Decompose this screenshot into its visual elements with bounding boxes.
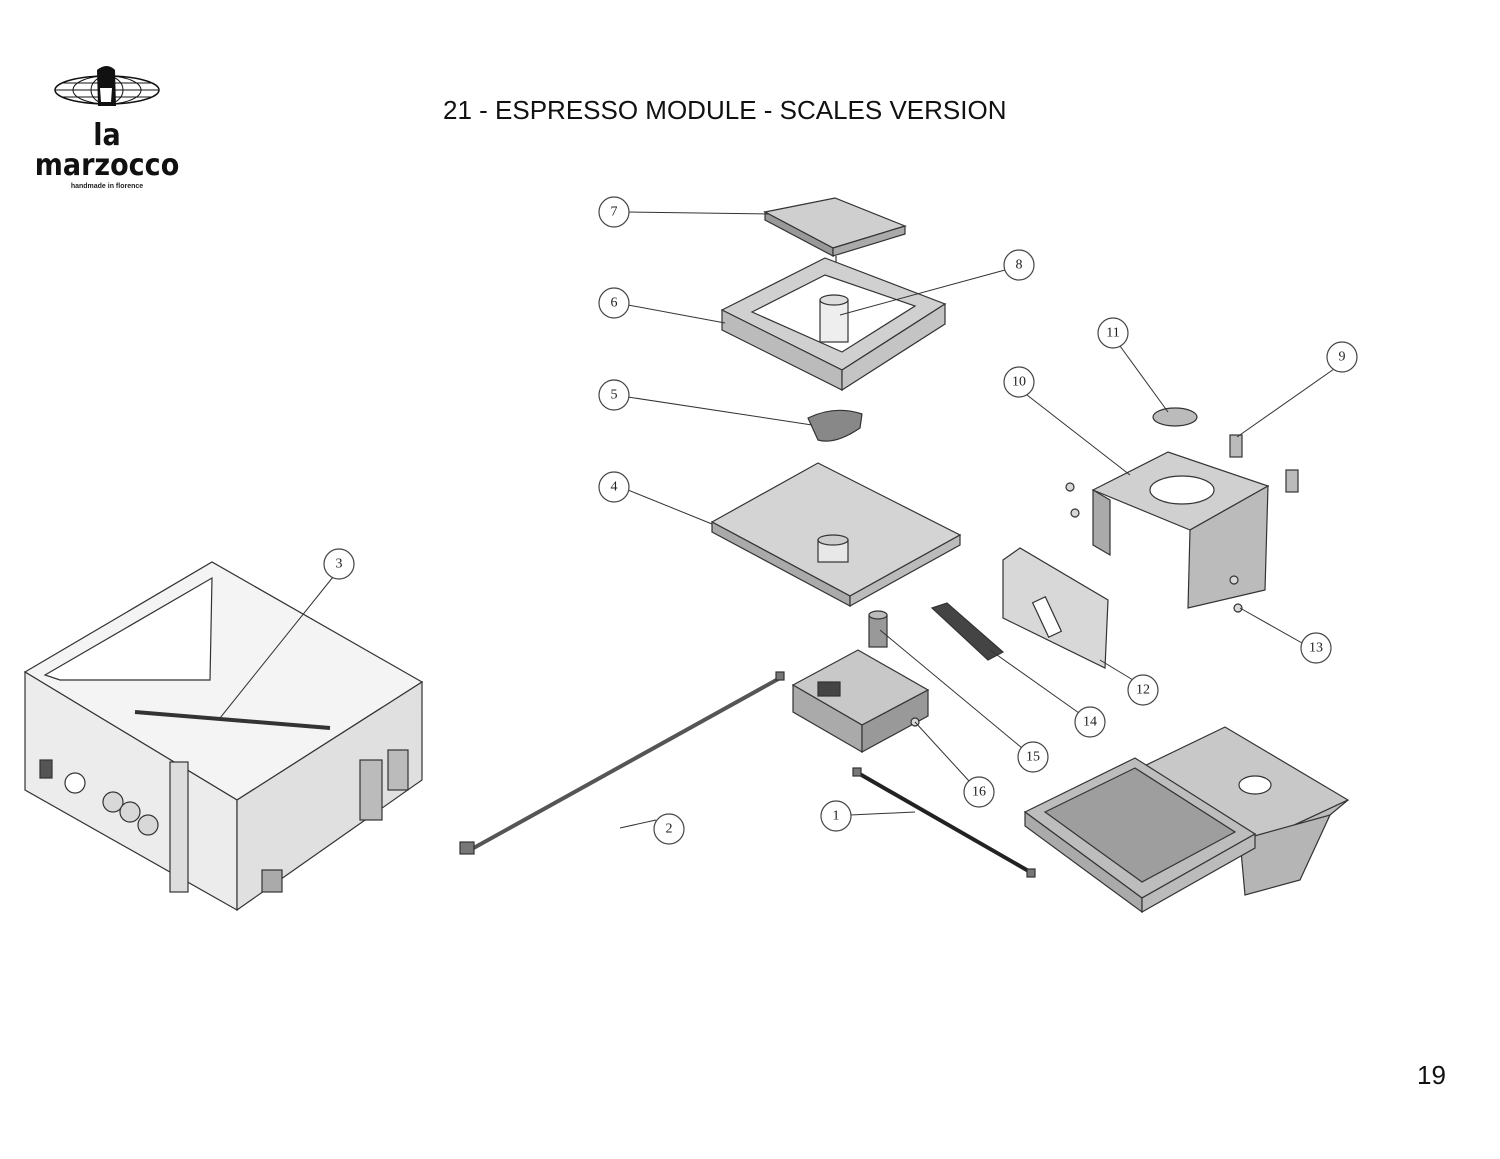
part-14-gasket — [930, 602, 1005, 661]
part-2-cable — [459, 671, 785, 855]
callout-16: 16 — [963, 776, 995, 808]
callout-number: 15 — [1026, 750, 1040, 765]
part-5-collar — [807, 409, 863, 442]
part-load-cell-box — [791, 649, 930, 754]
callout-6: 6 — [598, 287, 630, 319]
callout-circle — [598, 471, 630, 503]
callout-circle — [1003, 366, 1035, 398]
callout-circle — [1326, 341, 1358, 373]
callout-circle — [1097, 317, 1129, 349]
callout-circle — [1003, 249, 1035, 281]
callout-7: 7 — [598, 196, 630, 228]
callout-circle — [598, 287, 630, 319]
callout-12: 12 — [1127, 674, 1159, 706]
callout-number: 4 — [611, 480, 618, 495]
callout-number: 16 — [972, 785, 986, 800]
callout-circle — [1300, 632, 1332, 664]
callout-number: 1 — [833, 809, 840, 824]
part-10-bracket — [1065, 451, 1270, 609]
callout-circle — [1017, 741, 1049, 773]
callout-9: 9 — [1326, 341, 1358, 373]
callout-1: 1 — [820, 800, 852, 832]
globe-lion-emblem-icon — [54, 66, 160, 106]
part-12-plate — [1002, 547, 1109, 669]
callout-number: 3 — [336, 557, 343, 572]
callout-number: 6 — [611, 296, 618, 311]
callout-circle — [963, 776, 995, 808]
callout-number: 10 — [1012, 375, 1026, 390]
callout-5: 5 — [598, 379, 630, 411]
callout-2: 2 — [653, 813, 685, 845]
callout-number: 13 — [1309, 641, 1323, 656]
callout-circle — [1074, 706, 1106, 738]
callout-circle — [323, 548, 355, 580]
callout-circle — [820, 800, 852, 832]
callout-circle — [653, 813, 685, 845]
callout-circle — [1127, 674, 1159, 706]
callout-13: 13 — [1300, 632, 1332, 664]
page-title: 21 - ESPRESSO MODULE - SCALES VERSION — [443, 95, 1007, 125]
callout-14: 14 — [1074, 706, 1106, 738]
part-8-cylinder — [819, 294, 849, 343]
callout-10: 10 — [1003, 366, 1035, 398]
part-7-cup-grid — [763, 197, 907, 266]
part-15-fitting — [868, 610, 888, 648]
part-1-cable — [852, 767, 1036, 878]
part-9-block — [1229, 434, 1243, 458]
callout-circle — [598, 196, 630, 228]
part-11-ring — [1152, 407, 1198, 427]
leader-lines — [219, 211, 1335, 829]
callout-11: 11 — [1097, 317, 1129, 349]
logo-tagline: handmade in florence — [70, 183, 144, 190]
callout-number: 5 — [611, 388, 618, 403]
part-13-screw — [1229, 575, 1239, 585]
la-marzocco-logo: la marzocco handmade in florence — [12, 62, 202, 190]
callout-number: 2 — [666, 822, 673, 837]
part-4-drip-pan — [710, 462, 962, 608]
callout-15: 15 — [1017, 741, 1049, 773]
callout-number: 12 — [1136, 683, 1150, 698]
callout-3: 3 — [323, 548, 355, 580]
callout-number: 8 — [1016, 258, 1023, 273]
callout-number: 11 — [1106, 326, 1119, 341]
callout-number: 14 — [1083, 715, 1097, 730]
callout-8: 8 — [1003, 249, 1035, 281]
callout-circle — [598, 379, 630, 411]
part-3-machine-frame — [23, 561, 424, 912]
logo-name: la marzocco — [34, 118, 180, 183]
callout-4: 4 — [598, 471, 630, 503]
page-number: 19 — [1417, 1060, 1446, 1090]
assembled-module — [1023, 726, 1350, 914]
callout-number: 7 — [611, 205, 618, 220]
callout-number: 9 — [1339, 350, 1346, 365]
